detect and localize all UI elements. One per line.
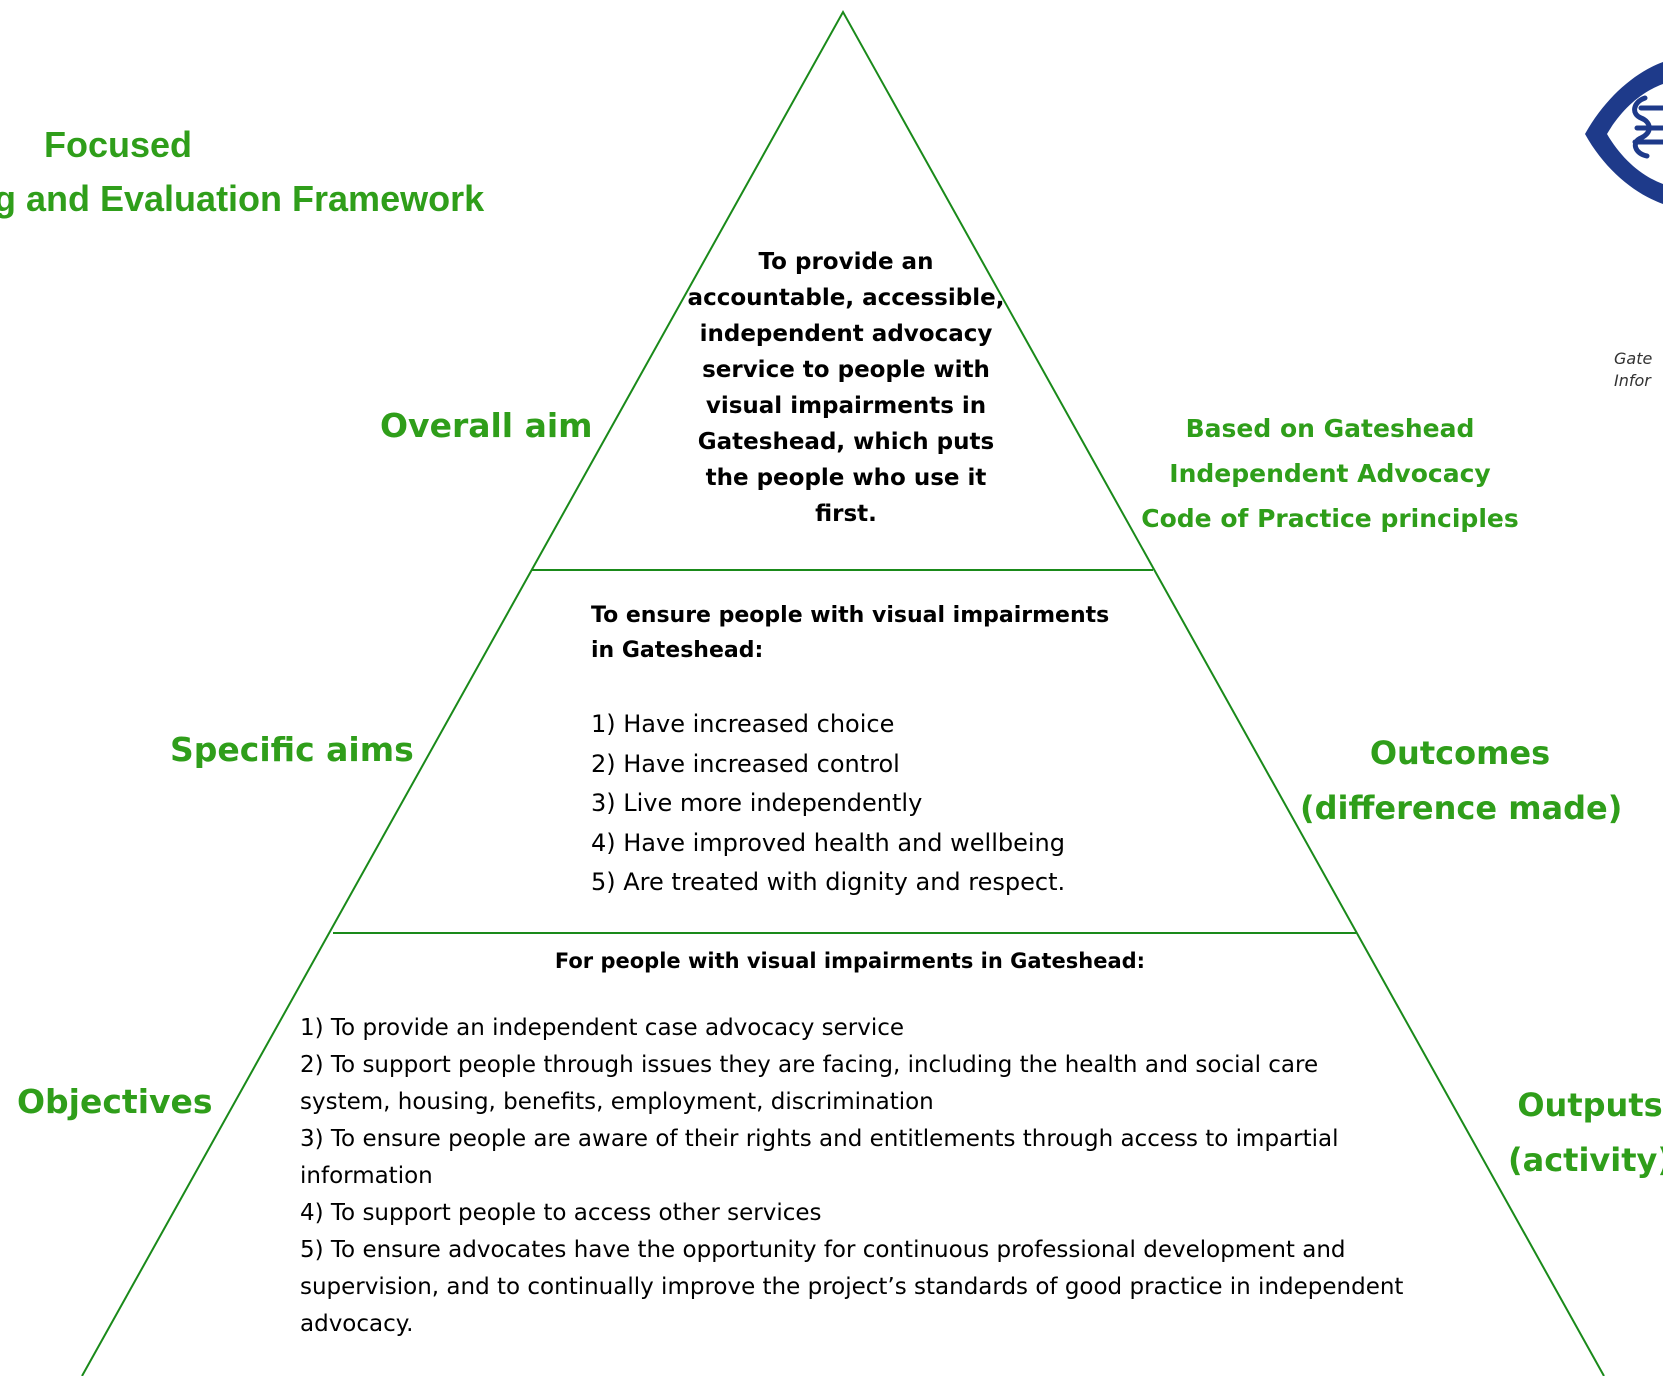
list-item: 2) To support people through issues they… bbox=[300, 1052, 1319, 1115]
list-item: 4) To support people to access other ser… bbox=[300, 1200, 822, 1226]
organisation-logo bbox=[1585, 62, 1663, 204]
list-item: 2) Have increased control bbox=[591, 749, 900, 778]
outputs-label: Outputs (activity) bbox=[1507, 1086, 1663, 1179]
objectives-heading: For people with visual impairments in Ga… bbox=[554, 949, 1146, 973]
overall-aim-text: To provide an accountable, accessible, i… bbox=[687, 249, 1005, 527]
list-item: 4) Have improved health and wellbeing bbox=[591, 828, 1065, 857]
principles-label: Based on Gateshead Independent Advocacy … bbox=[1141, 414, 1519, 533]
logo-caption-line1: Gate bbox=[1614, 349, 1653, 368]
list-item: 1) To provide an independent case advoca… bbox=[300, 1015, 905, 1041]
list-item: 5) To ensure advocates have the opportun… bbox=[300, 1237, 1404, 1337]
page-title-line1: Focused bbox=[44, 124, 193, 165]
list-item: 5) Are treated with dignity and respect. bbox=[591, 868, 1066, 896]
specific-aims-heading: To ensure people with visual impairments… bbox=[591, 603, 1110, 663]
specific-aims-list: 1) Have increased choice 2) Have increas… bbox=[591, 705, 1065, 903]
logo-caption-line2: Infor bbox=[1614, 371, 1651, 390]
specific-aims-label: Specific aims bbox=[170, 730, 414, 769]
overall-aim-label: Overall aim bbox=[380, 406, 593, 445]
outcomes-label: Outcomes (difference made) bbox=[1300, 734, 1623, 827]
objectives-list: 1) To provide an independent case advoca… bbox=[300, 1010, 1460, 1343]
list-item: 1) Have increased choice bbox=[591, 710, 895, 738]
objectives-label: Objectives bbox=[17, 1082, 213, 1121]
page-title-line2: g and Evaluation Framework bbox=[0, 178, 485, 219]
pyramid-outline bbox=[81, 9, 1605, 1376]
list-item: 3) Live more independently bbox=[591, 789, 923, 817]
list-item: 3) To ensure people are aware of their r… bbox=[300, 1126, 1339, 1189]
